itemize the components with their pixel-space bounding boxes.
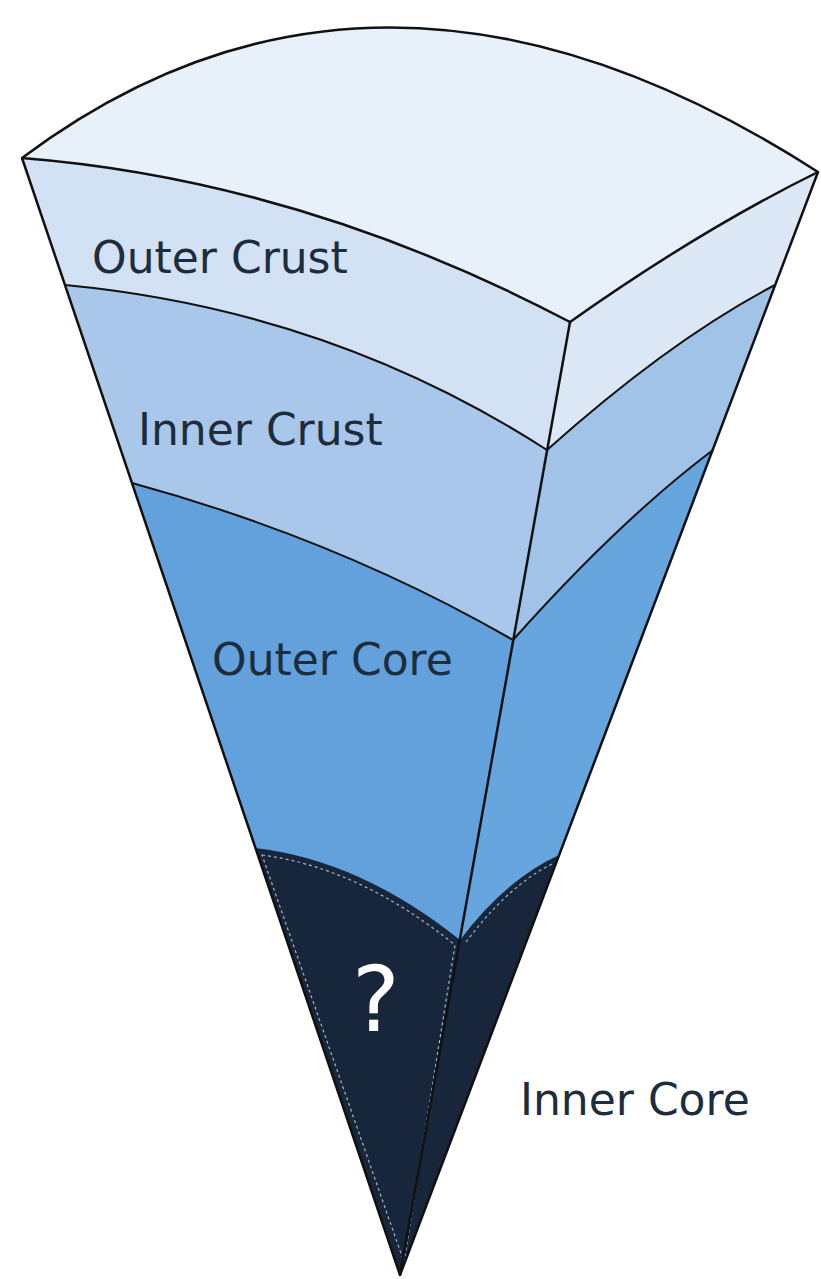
top-face <box>22 27 818 322</box>
layer-band: Outer Crust <box>80 226 410 290</box>
outer-core-front <box>132 483 513 1275</box>
inner-core-front <box>255 848 460 1275</box>
layer-band: ? Inner Core <box>320 940 810 1130</box>
outer-edges <box>22 158 818 1275</box>
front-face <box>22 158 570 1275</box>
unknown-mark: ? <box>352 955 400 1045</box>
layer-band: Outer Core <box>200 628 500 692</box>
layer-label: Inner Core <box>520 1078 750 1122</box>
inner-core-dash <box>262 855 552 1262</box>
layer-label: Outer Core <box>212 638 453 682</box>
layer-band: Inner Crust <box>126 398 446 462</box>
core-boundary <box>132 450 713 640</box>
layer-boundaries <box>65 285 775 640</box>
layer-label: Outer Crust <box>92 236 348 280</box>
inner-crust-front <box>65 285 547 1275</box>
wedge-edges <box>22 158 818 1275</box>
layer-label: Inner Crust <box>138 408 383 452</box>
middle-edge <box>400 322 570 1275</box>
